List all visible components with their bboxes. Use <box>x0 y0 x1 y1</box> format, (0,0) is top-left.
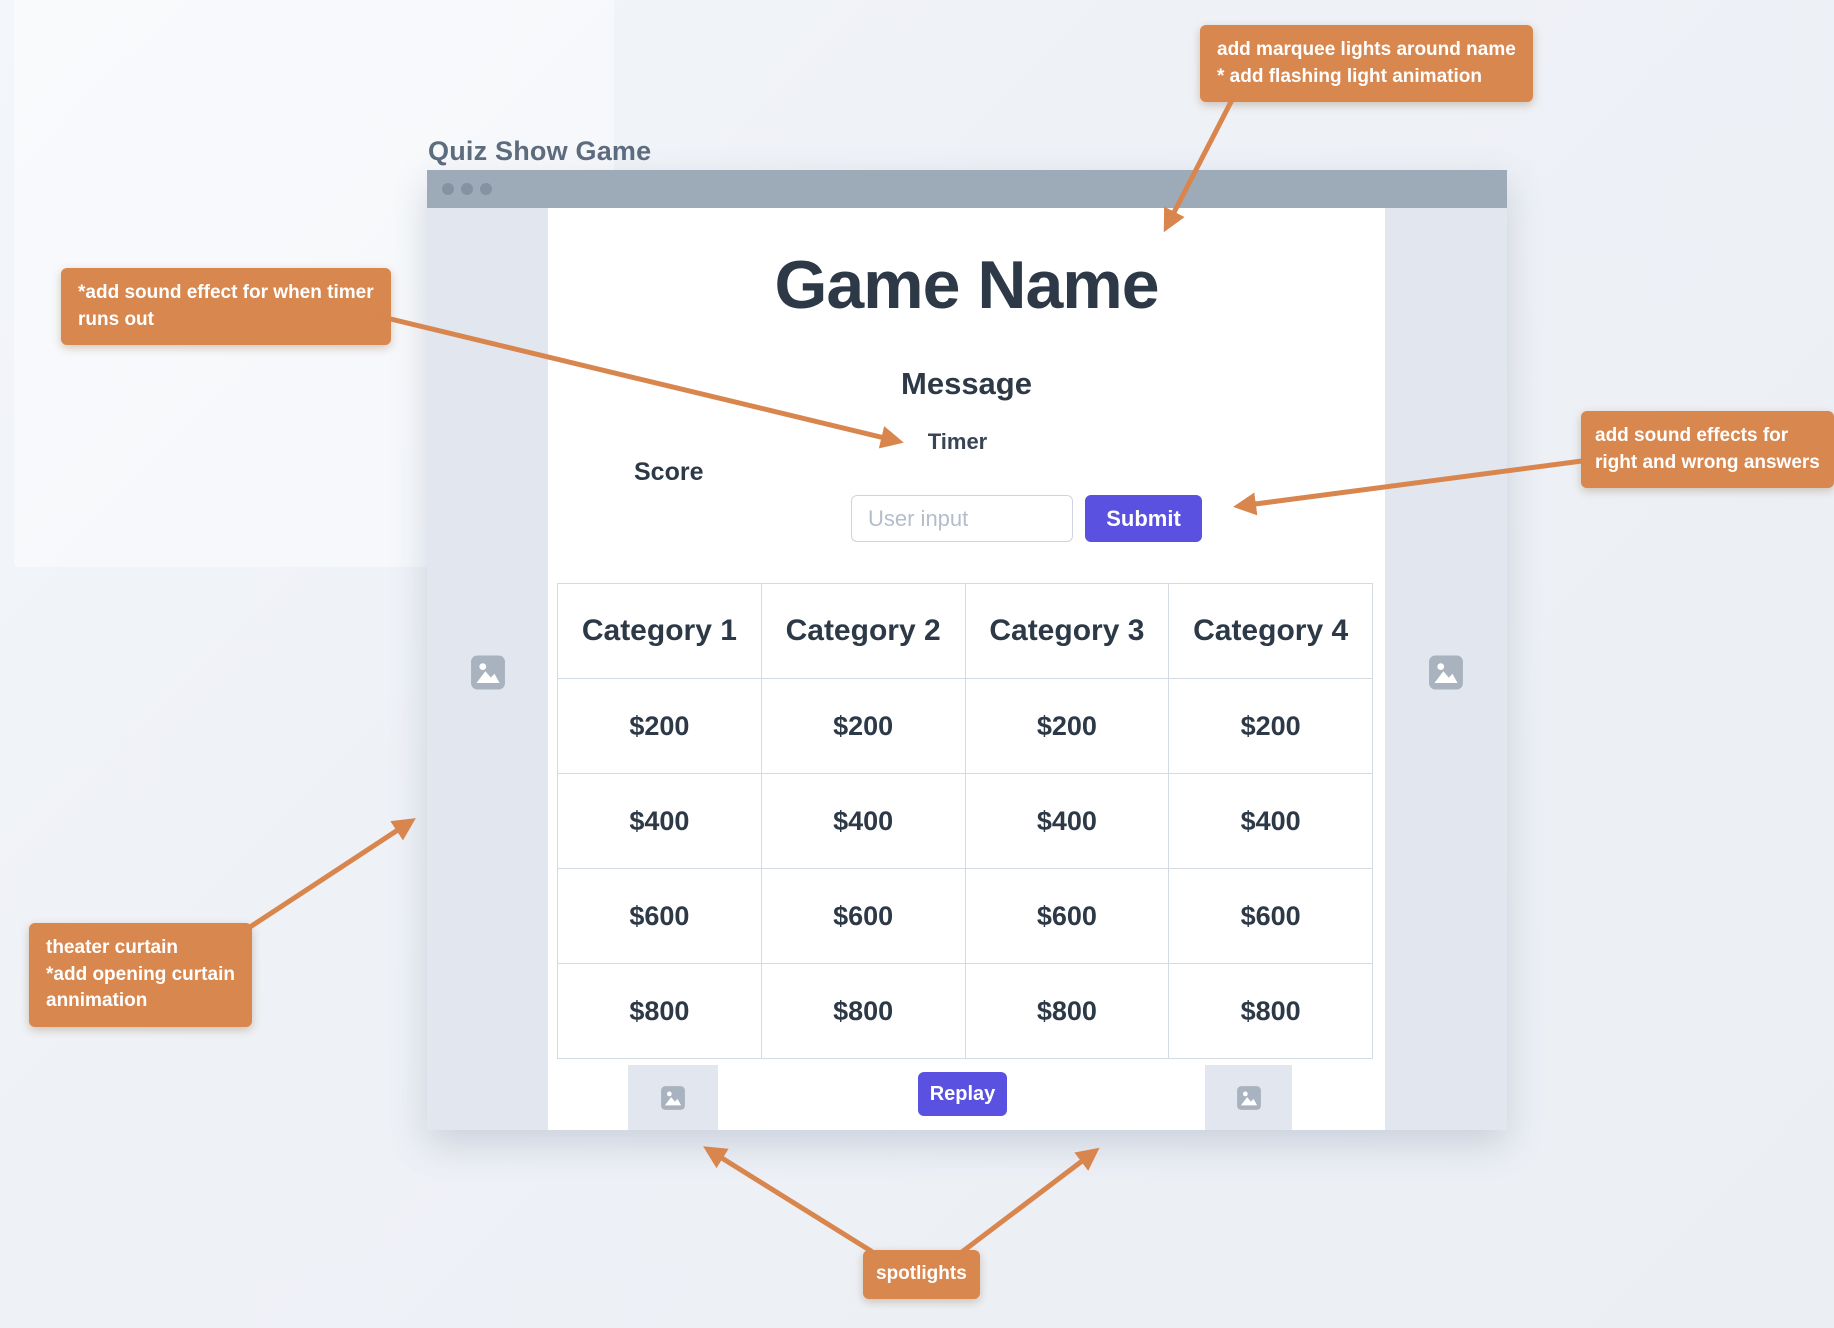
board-value-cell[interactable]: $800 <box>1169 964 1373 1059</box>
submit-button[interactable]: Submit <box>1085 495 1202 542</box>
board-value-cell[interactable]: $800 <box>761 964 966 1059</box>
annotation-line: add sound effects for <box>1595 425 1789 446</box>
window-dot-icon <box>480 183 492 195</box>
annotation-spotlights: spotlights <box>863 1250 980 1299</box>
game-message: Message <box>901 366 1032 401</box>
annotation-line: annimation <box>46 990 148 1012</box>
annotation-line: *add opening curtain <box>46 963 235 985</box>
window-body: Game Name Message Timer Score Submit Cat… <box>427 208 1507 1130</box>
game-title: Game Name <box>774 247 1159 323</box>
board-value-cell[interactable]: $600 <box>761 869 966 964</box>
annotation-line: runs out <box>78 308 154 330</box>
replay-button[interactable]: Replay <box>918 1072 1007 1116</box>
board-value-cell[interactable]: $200 <box>558 679 762 774</box>
board-value-cell[interactable]: $600 <box>1169 869 1373 964</box>
category-board: Category 1 Category 2 Category 3 Categor… <box>557 583 1373 1059</box>
browser-titlebar <box>427 170 1507 208</box>
right-curtain-placeholder <box>1385 208 1507 1130</box>
board-header-cell: Category 3 <box>965 584 1170 679</box>
board-value-cell[interactable]: $800 <box>965 964 1170 1059</box>
annotation-theater-curtain: theater curtain *add opening curtain ann… <box>29 923 252 1027</box>
board-header-cell: Category 4 <box>1169 584 1373 679</box>
game-panel: Game Name Message Timer Score Submit Cat… <box>548 208 1385 1130</box>
annotation-line: spotlights <box>876 1263 967 1284</box>
arrow-spotlight-right <box>951 1147 1100 1261</box>
board-value-cell[interactable]: $400 <box>761 774 966 869</box>
window-dot-icon <box>442 183 454 195</box>
annotation-line: add marquee lights around name <box>1217 39 1516 60</box>
board-value-cell[interactable]: $200 <box>1169 679 1373 774</box>
board-header-cell: Category 1 <box>558 584 762 679</box>
bottom-right-spotlight-placeholder <box>1205 1065 1292 1130</box>
arrow-curtain-to-panel <box>244 818 416 932</box>
image-placeholder-icon <box>1428 654 1465 696</box>
game-timer: Timer <box>927 429 988 454</box>
game-score: Score <box>634 458 704 486</box>
image-placeholder-icon <box>661 1085 685 1110</box>
board-value-cell[interactable]: $600 <box>558 869 762 964</box>
board-value-cell[interactable]: $200 <box>965 679 1170 774</box>
annotation-timer-sound: *add sound effect for when timer runs ou… <box>61 268 391 346</box>
annotation-line: *add sound effect for when timer <box>78 282 374 303</box>
annotation-line: * add flashing light animation <box>1217 65 1482 87</box>
board-value-cell[interactable]: $200 <box>761 679 966 774</box>
window-dot-icon <box>461 183 473 195</box>
annotation-answer-sounds: add sound effects for right and wrong an… <box>1581 411 1834 489</box>
annotation-marquee-lights: add marquee lights around name * add fla… <box>1200 25 1533 103</box>
board-header-cell: Category 2 <box>761 584 966 679</box>
answer-input[interactable] <box>851 495 1073 542</box>
left-curtain-placeholder <box>427 208 548 1130</box>
board-value-cell[interactable]: $800 <box>558 964 762 1059</box>
arrow-spotlight-left <box>703 1146 874 1254</box>
bottom-left-spotlight-placeholder <box>628 1065 718 1130</box>
board-value-cell[interactable]: $600 <box>965 869 1170 964</box>
board-value-cell[interactable]: $400 <box>965 774 1170 869</box>
board-value-cell[interactable]: $400 <box>1169 774 1373 869</box>
image-placeholder-icon <box>469 654 506 696</box>
browser-window: Game Name Message Timer Score Submit Cat… <box>427 170 1507 1130</box>
image-placeholder-icon <box>1236 1085 1261 1110</box>
annotation-line: theater curtain <box>46 937 178 958</box>
board-value-cell[interactable]: $400 <box>558 774 762 869</box>
annotation-line: right and wrong answers <box>1595 451 1820 473</box>
window-title: Quiz Show Game <box>428 136 652 166</box>
